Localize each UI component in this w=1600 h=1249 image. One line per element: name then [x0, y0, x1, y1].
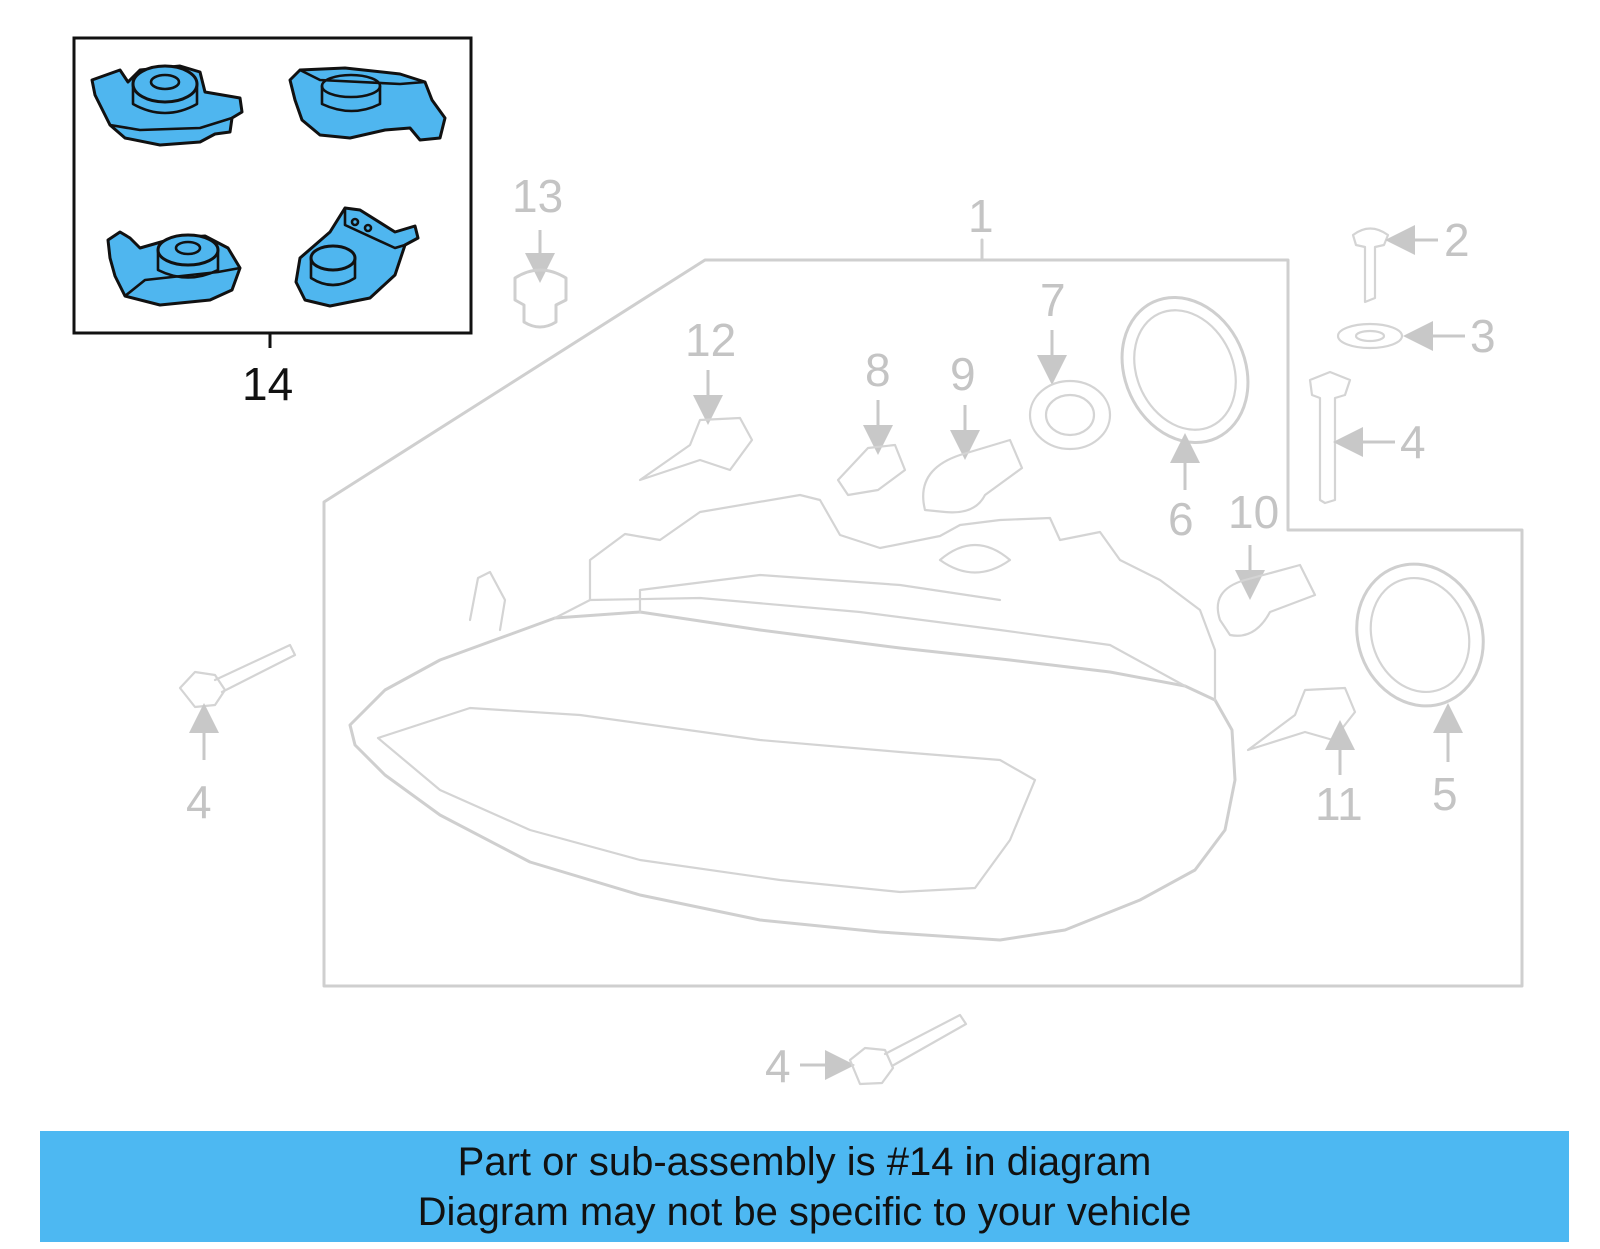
part-14-label: 14 [242, 358, 293, 410]
bracket-top-right-icon [288, 66, 447, 142]
svg-text:4: 4 [186, 776, 212, 828]
info-banner: Part or sub-assembly is #14 in diagram D… [40, 1131, 1569, 1242]
bracket-bottom-right-icon [294, 206, 420, 308]
callout-8: 8 [836, 344, 907, 497]
svg-text:9: 9 [950, 348, 976, 400]
callout-11: 11 [1246, 686, 1363, 830]
svg-text:6: 6 [1168, 493, 1194, 545]
callout-7: 7 [1028, 274, 1112, 451]
callout-9: 9 [922, 348, 1024, 514]
callout-4-left: 4 [178, 643, 297, 828]
callout-12: 12 [638, 314, 754, 482]
callout-2: 2 [1351, 214, 1470, 304]
svg-text:2: 2 [1444, 214, 1470, 266]
headlamp-assembly-outline [322, 238, 1524, 988]
callout-13: 13 [512, 170, 568, 329]
callout-10: 10 [1216, 486, 1317, 637]
callout-1: 1 [968, 190, 994, 242]
callout-3: 3 [1336, 310, 1496, 362]
svg-text:3: 3 [1470, 310, 1496, 362]
headlamp-body-icon [348, 493, 1237, 942]
svg-text:8: 8 [865, 344, 891, 396]
callout-4-upper: 4 [1308, 370, 1426, 505]
svg-text:7: 7 [1040, 274, 1066, 326]
svg-text:12: 12 [685, 314, 736, 366]
part-14-inset[interactable] [72, 36, 473, 335]
callout-4-bottom: 4 [765, 1013, 968, 1092]
svg-text:13: 13 [512, 170, 563, 222]
svg-text:4: 4 [1400, 416, 1426, 468]
svg-text:4: 4 [765, 1040, 791, 1092]
svg-text:11: 11 [1315, 778, 1363, 830]
svg-text:10: 10 [1228, 486, 1279, 538]
bracket-top-left-icon [90, 64, 244, 147]
callout-5: 5 [1355, 562, 1485, 820]
banner-line-2: Diagram may not be specific to your vehi… [417, 1190, 1192, 1234]
bracket-bottom-left-icon [106, 230, 242, 307]
callout-6: 6 [1120, 295, 1250, 545]
banner-line-1: Part or sub-assembly is #14 in diagram [457, 1140, 1152, 1184]
svg-text:5: 5 [1432, 768, 1458, 820]
